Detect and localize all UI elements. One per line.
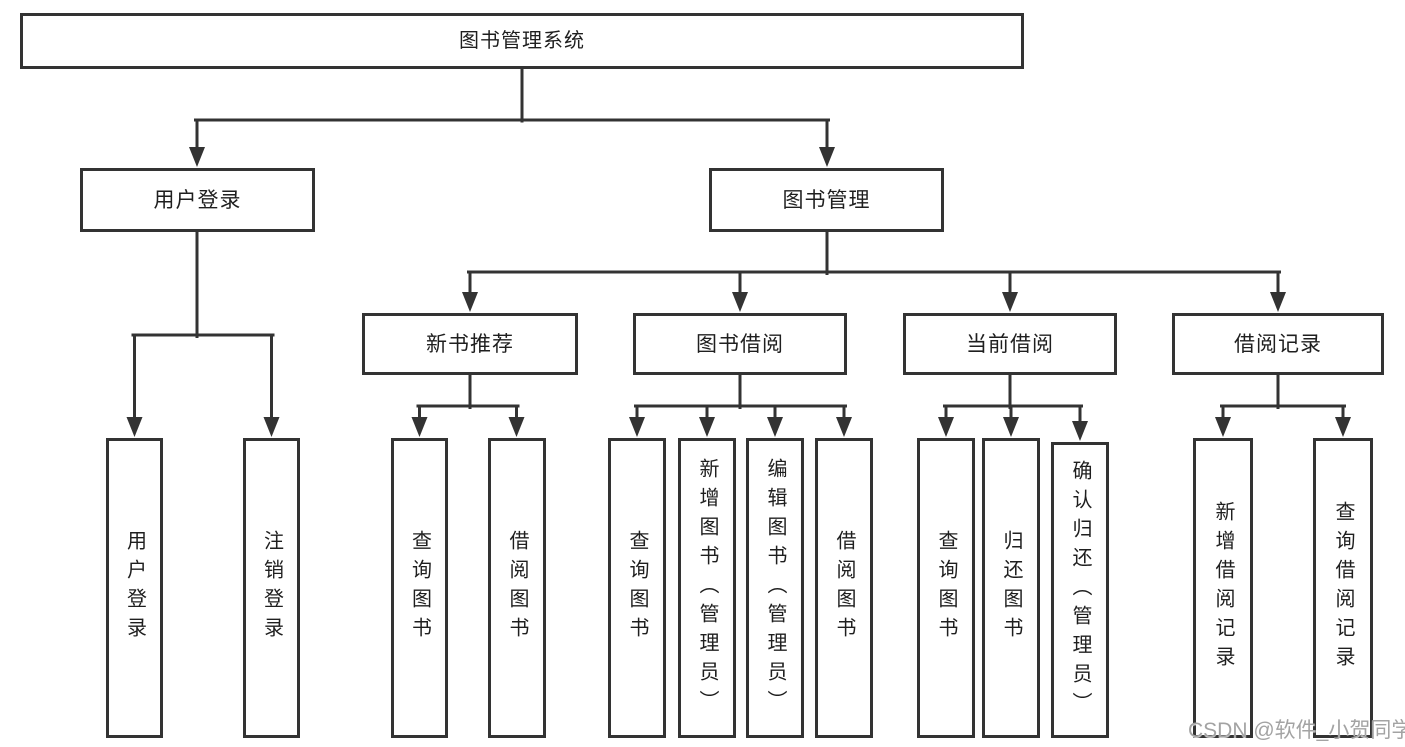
node-label: 新书推荐: [426, 332, 514, 356]
leaf-logout: 注销登录: [243, 438, 300, 738]
leaf-add-borrow-record: 新增借阅记录: [1193, 438, 1253, 738]
arrowhead: [189, 147, 205, 167]
arrowhead: [819, 147, 835, 167]
node-book-management: 图书管理: [709, 168, 944, 232]
node-borrowing-records: 借阅记录: [1172, 313, 1384, 375]
arrowhead: [629, 417, 645, 437]
leaf-user-login: 用户登录: [106, 438, 163, 738]
node-user-login: 用户登录: [80, 168, 315, 232]
arrowheads: [126, 147, 1351, 441]
arrowhead: [1270, 292, 1286, 312]
node-label: 用户登录: [153, 188, 242, 212]
arrowhead: [767, 417, 783, 437]
leaf-borrow-books-recommend: 借阅图书: [488, 438, 546, 738]
arrowhead: [462, 292, 478, 312]
node-current-borrowing: 当前借阅: [903, 313, 1117, 375]
leaf-borrow-books: 借阅图书: [815, 438, 873, 738]
node-label: 图书管理系统: [459, 30, 585, 52]
node-label: 当前借阅: [966, 332, 1054, 356]
node-label: 图书借阅: [696, 332, 784, 356]
leaf-query-borrow-record: 查询借阅记录: [1313, 438, 1373, 738]
leaf-confirm-return-admin: 确认归还（管理员）: [1051, 442, 1109, 738]
arrowhead: [263, 417, 280, 437]
arrowhead: [836, 417, 852, 437]
arrowhead: [1072, 421, 1088, 441]
arrowhead: [1335, 417, 1351, 437]
leaf-return-books: 归还图书: [982, 438, 1040, 738]
arrowhead: [411, 417, 428, 437]
arrowhead: [938, 417, 954, 437]
node-new-book-recommend: 新书推荐: [362, 313, 578, 375]
arrowhead: [1215, 417, 1231, 437]
arrowhead: [1003, 417, 1019, 437]
leaf-edit-book-admin: 编辑图书（管理员）: [746, 438, 804, 738]
leaf-query-books-current: 查询图书: [917, 438, 975, 738]
arrowhead: [1002, 292, 1018, 312]
node-label: 图书管理: [782, 188, 871, 212]
connector-lines: [131, 67, 1346, 425]
node-book-borrowing: 图书借阅: [633, 313, 847, 375]
leaf-query-books-recommend: 查询图书: [391, 438, 448, 738]
arrowhead: [732, 292, 748, 312]
arrowhead: [699, 417, 715, 437]
arrowhead: [508, 417, 525, 437]
watermark-text: CSDN @软件_小贺同学: [1188, 719, 1405, 742]
arrowhead: [126, 417, 143, 437]
leaf-add-book-admin: 新增图书（管理员）: [678, 438, 736, 738]
leaf-query-books-borrowing: 查询图书: [608, 438, 666, 738]
node-label: 借阅记录: [1234, 332, 1322, 356]
node-library-management-system: 图书管理系统: [20, 13, 1024, 69]
